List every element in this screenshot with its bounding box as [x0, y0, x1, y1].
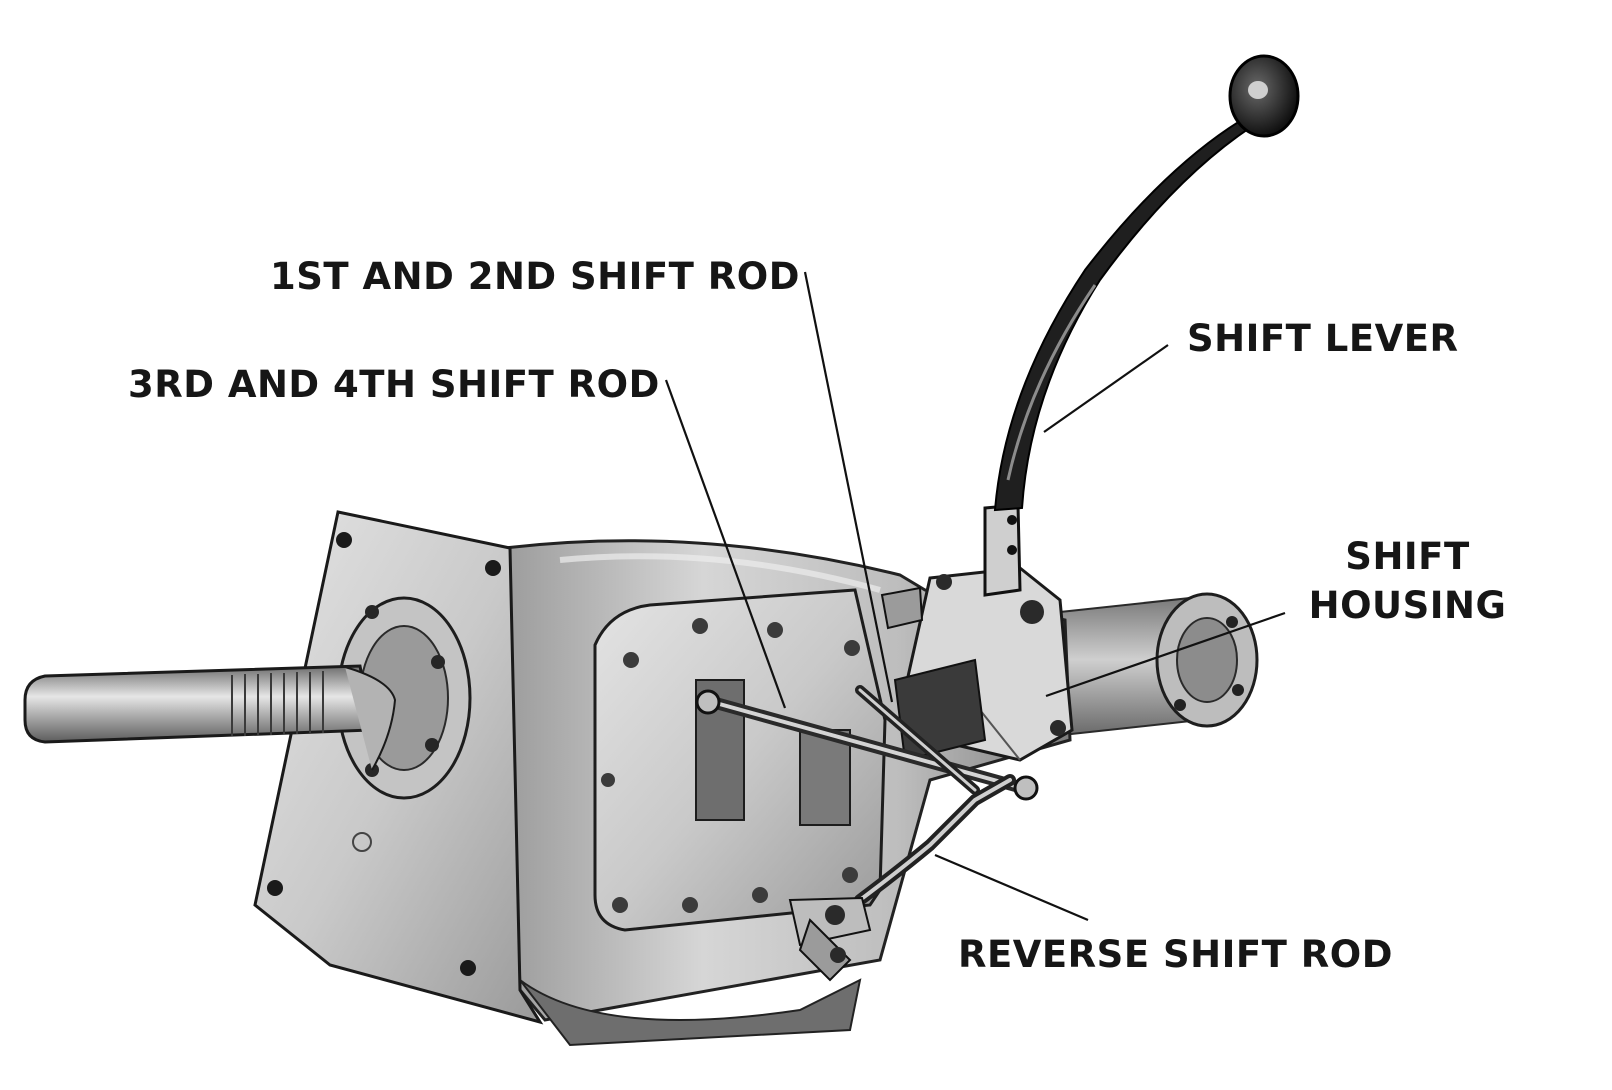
label-shift-housing-line1: SHIFT: [1345, 535, 1470, 578]
leader-1st-2nd-rod: [803, 271, 894, 703]
front-plate: [253, 510, 544, 1025]
label-shift-lever: SHIFT LEVER: [1187, 317, 1459, 360]
input-shaft: [23, 664, 397, 771]
leader-shift-housing: [1045, 611, 1286, 698]
label-1st-2nd-shift-rod: 1ST AND 2ND SHIFT ROD: [270, 255, 800, 298]
leader-shift-lever: [1043, 344, 1169, 433]
leader-3rd-4th-rod: [664, 379, 787, 709]
shift-lever: [983, 54, 1300, 597]
label-3rd-4th-shift-rod: 3RD AND 4TH SHIFT ROD: [128, 363, 660, 406]
label-shift-housing: SHIFT HOUSING: [1300, 538, 1515, 624]
callout-leaders: [664, 271, 1286, 922]
shift-rods: [695, 685, 1039, 982]
tail-housing: [1058, 592, 1259, 737]
label-reverse-shift-rod: REVERSE SHIFT ROD: [958, 933, 1393, 976]
side-cover: [593, 588, 887, 932]
leader-reverse-rod: [934, 853, 1089, 922]
label-shift-housing-line2: HOUSING: [1308, 584, 1507, 627]
